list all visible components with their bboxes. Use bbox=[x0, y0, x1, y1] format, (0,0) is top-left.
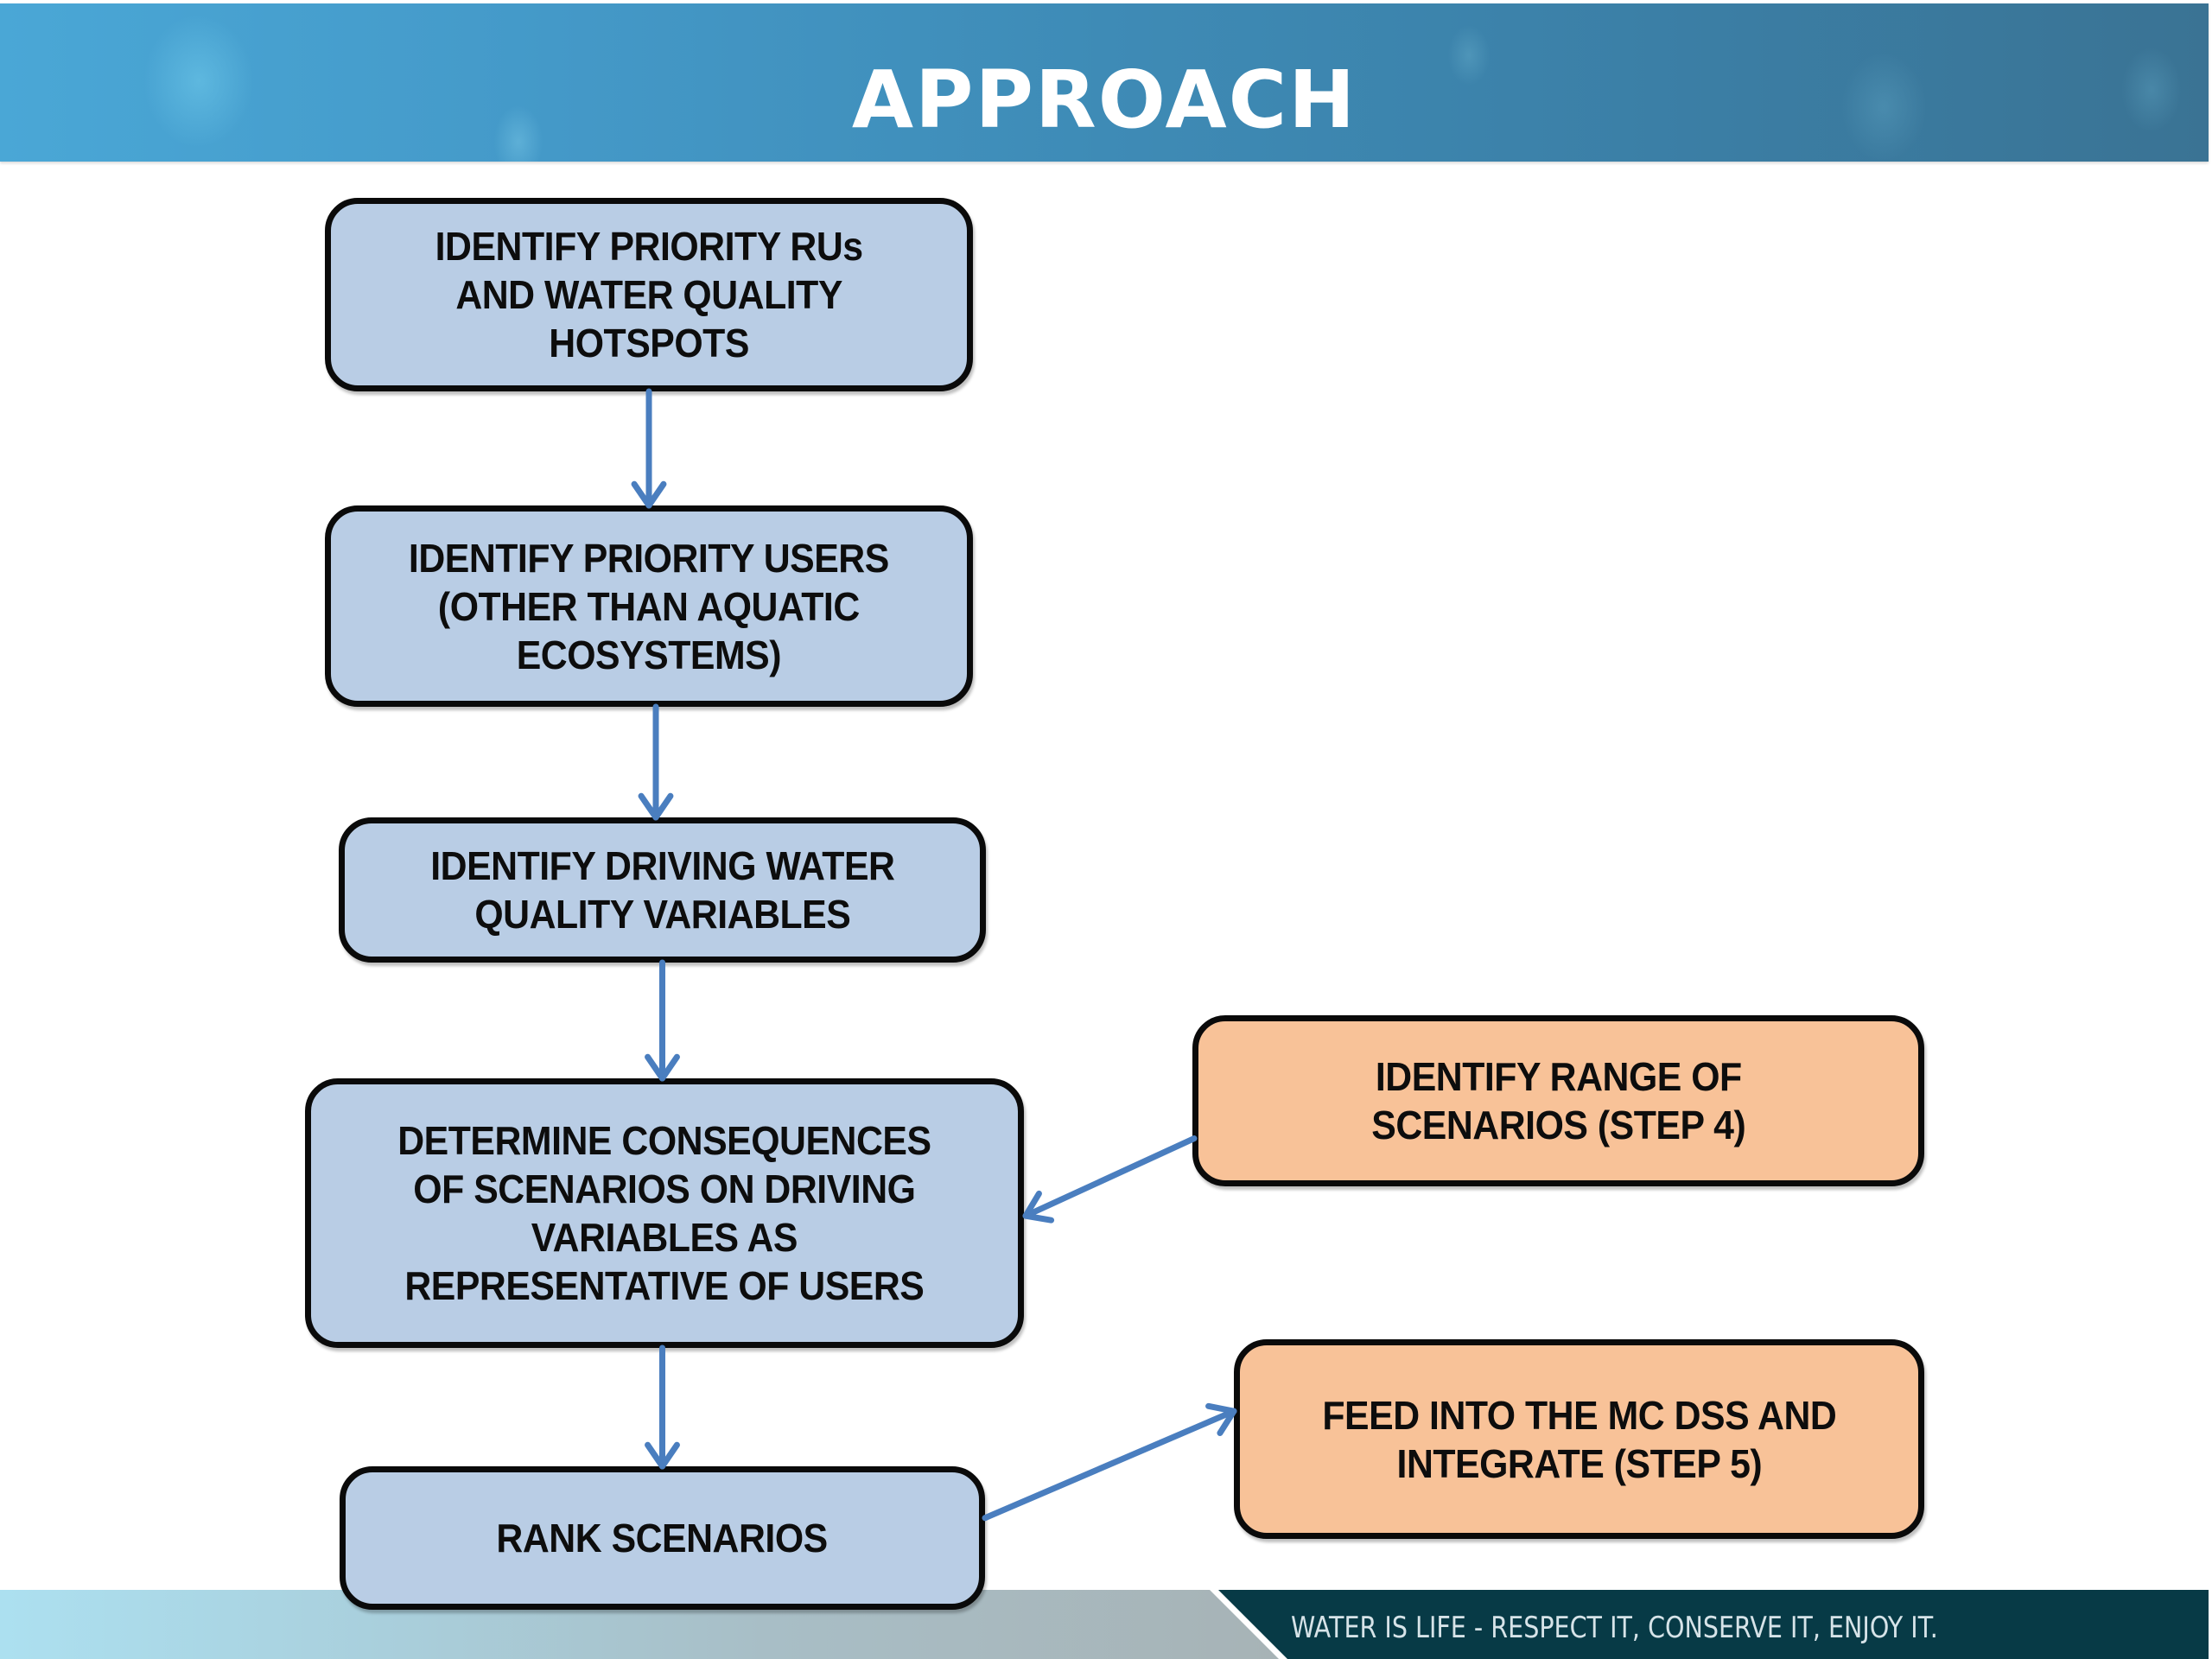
step-label: FEED INTO THE MC DSS AND INTEGRATE (STEP… bbox=[1322, 1392, 1836, 1486]
step-rank-scenarios: RANK SCENARIOS bbox=[340, 1466, 985, 1610]
step-label: DETERMINE CONSEQUENCES OF SCENARIOS ON D… bbox=[397, 1118, 931, 1308]
arrowhead-icon bbox=[645, 1053, 680, 1082]
arrowhead-icon bbox=[1205, 1402, 1237, 1436]
arrowhead-icon bbox=[1022, 1190, 1055, 1224]
arrowhead-icon bbox=[645, 1441, 680, 1470]
step-identify-driving-variables: IDENTIFY DRIVING WATER QUALITY VARIABLES bbox=[339, 817, 986, 963]
step-label: IDENTIFY RANGE OF SCENARIOS (STEP 4) bbox=[1370, 1054, 1745, 1147]
step-label: IDENTIFY DRIVING WATER QUALITY VARIABLES bbox=[429, 843, 895, 937]
connector-line bbox=[982, 1408, 1237, 1522]
step-label: IDENTIFY PRIORITY USERS (OTHER THAN AQUA… bbox=[409, 535, 889, 677]
step-identify-priority-users: IDENTIFY PRIORITY USERS (OTHER THAN AQUA… bbox=[325, 505, 973, 707]
step-label: IDENTIFY PRIORITY RUs AND WATER QUALITY … bbox=[435, 224, 863, 365]
footer-tagline: WATER IS LIFE - RESPECT IT, CONSERVE IT,… bbox=[1291, 1611, 1938, 1645]
title-banner: APPROACH bbox=[0, 3, 2209, 162]
step-identify-priority-rus: IDENTIFY PRIORITY RUs AND WATER QUALITY … bbox=[325, 198, 973, 391]
connector-line bbox=[1022, 1135, 1198, 1219]
step-identify-range-of-scenarios: IDENTIFY RANGE OF SCENARIOS (STEP 4) bbox=[1192, 1015, 1924, 1186]
arrowhead-icon bbox=[631, 480, 667, 509]
arrowhead-icon bbox=[638, 792, 674, 821]
step-feed-into-mc-dss: FEED INTO THE MC DSS AND INTEGRATE (STEP… bbox=[1234, 1339, 1924, 1539]
step-determine-consequences: DETERMINE CONSEQUENCES OF SCENARIOS ON D… bbox=[305, 1078, 1024, 1348]
slide-title: APPROACH bbox=[851, 54, 1357, 146]
step-label: RANK SCENARIOS bbox=[496, 1516, 829, 1560]
footer-band-right bbox=[1218, 1590, 2209, 1659]
